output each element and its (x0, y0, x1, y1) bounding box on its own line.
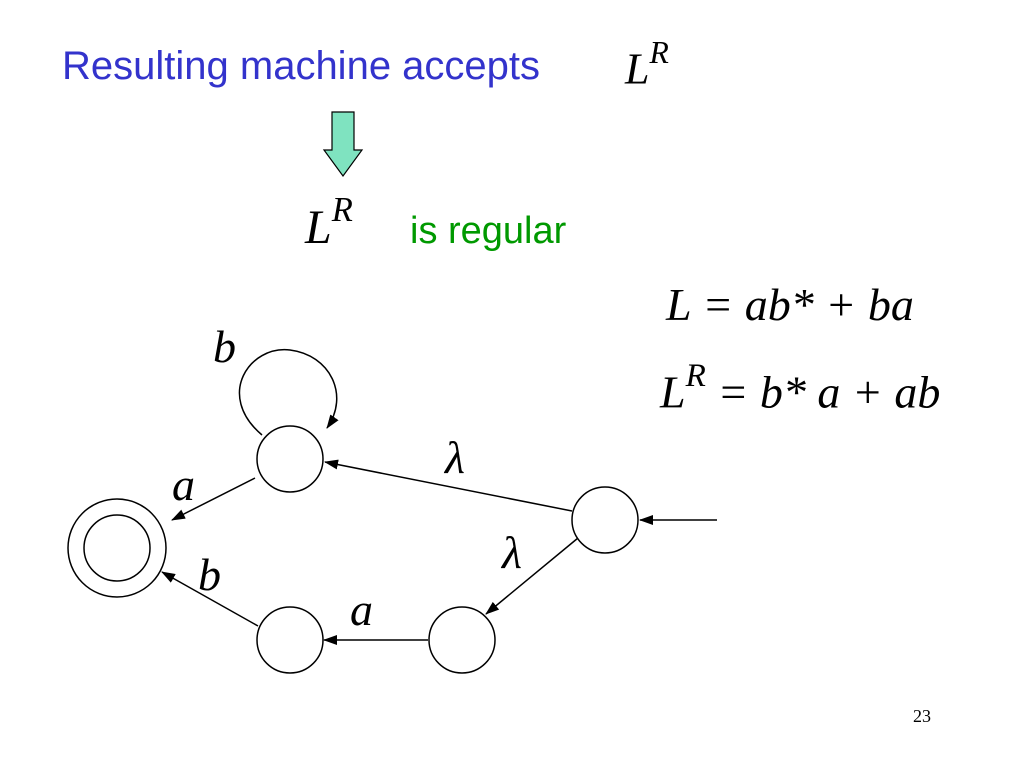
page-number: 23 (913, 706, 931, 726)
state-top (256, 425, 324, 493)
conclusion-text: is regular (410, 210, 567, 252)
edge-top-to-accept (171, 477, 256, 521)
title-text: Resulting machine accepts (62, 44, 541, 88)
label-edge-lambda-bottom: λ (500, 527, 522, 578)
label-edge-lambda-top: λ (443, 432, 465, 483)
edge-start-to-bottom-right (485, 537, 579, 615)
title-language-lr: LR (625, 35, 669, 94)
slide-title: Resulting machine accepts (62, 44, 540, 89)
label-edge-b-bottom: b (198, 549, 221, 600)
equation-lr: LR = b* a + ab (660, 357, 941, 418)
state-bottom-left (256, 606, 324, 674)
edge-start-to-top (324, 459, 573, 512)
conclusion-language-lr: LR (305, 190, 353, 254)
state-start (571, 486, 639, 554)
label-edge-a-bottom: a (350, 584, 373, 635)
state-bottom-right (428, 606, 496, 674)
state-accept-outer (67, 498, 167, 598)
down-arrow-icon (322, 111, 364, 178)
label-edge-a-top: a (172, 459, 195, 510)
state-accept-inner (83, 514, 151, 582)
equation-l: L = ab* + ba (666, 279, 914, 330)
label-loop-b: b (213, 321, 236, 372)
self-loop-b (238, 349, 339, 436)
edge-bottom-left-to-accept (161, 571, 259, 627)
